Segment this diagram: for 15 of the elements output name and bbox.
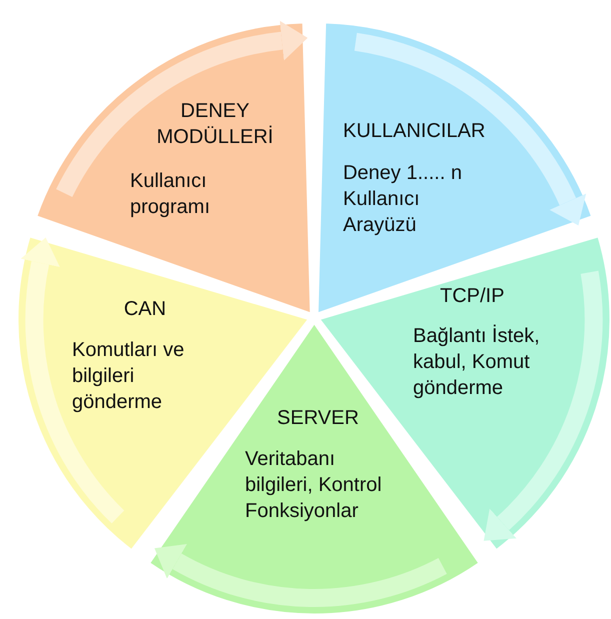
segment-heading: SERVER	[276, 406, 360, 431]
segment-text: Veritabanı bilgileri, Kontrol Fonksiyonlar	[244, 447, 383, 524]
segment-heading: TCP/IP	[440, 284, 506, 309]
segment-text: Deney 1..... n Kullanıcı Arayüzü	[342, 160, 463, 238]
segment-heading: CAN	[122, 296, 168, 322]
curved-arrow	[484, 271, 602, 542]
segment-text: Kullanıcı programı	[130, 168, 212, 220]
segment-heading: DENEY MODÜLLERİ	[156, 98, 274, 150]
segment-text: Komutları ve bilgileri gönderme	[72, 338, 186, 415]
segment-heading: KULLANICILAR	[342, 118, 486, 144]
curved-arrow	[354, 33, 586, 225]
curved-arrow	[20, 237, 125, 524]
curved-arrow	[154, 543, 446, 607]
segment-text: Bağlantı İstek, kabul, Komut gönderme	[412, 324, 541, 401]
curved-arrow	[56, 20, 308, 198]
